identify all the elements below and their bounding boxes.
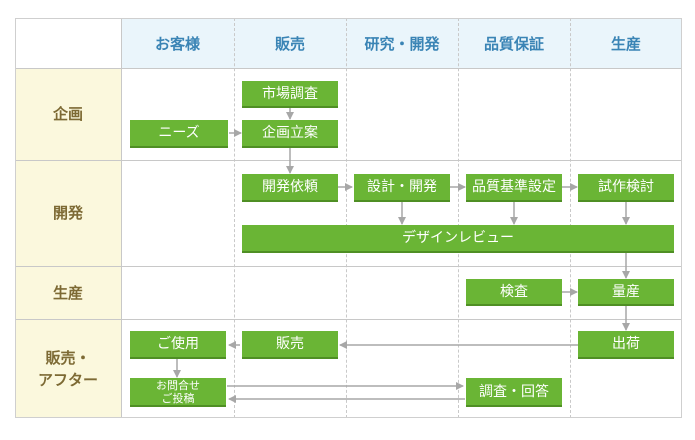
row-label-sales-after: 販売・ アフター <box>15 319 121 418</box>
box-usage: ご使用 <box>130 331 226 359</box>
grid-line <box>458 18 459 418</box>
box-needs: ニーズ <box>130 120 228 148</box>
header-corner <box>15 18 121 68</box>
box-sales: 販売 <box>242 331 338 359</box>
grid-line <box>121 18 122 418</box>
box-quality-standard: 品質基準設定 <box>466 174 562 202</box>
box-trial-review: 試作検討 <box>578 174 674 202</box>
column-header-sales: 販売 <box>234 18 346 68</box>
box-planning: 企画立案 <box>242 120 338 148</box>
column-header-customer: お客様 <box>121 18 234 68</box>
grid-line <box>346 18 347 418</box>
box-design-review: デザインレビュー <box>242 225 674 253</box>
column-header-quality: 品質保証 <box>458 18 570 68</box>
box-inquiry: お問合せ ご投稿 <box>130 378 226 407</box>
column-header-rnd: 研究・開発 <box>346 18 458 68</box>
box-market-research: 市場調査 <box>242 81 338 108</box>
grid-line <box>234 18 235 418</box>
box-investigation: 調査・回答 <box>466 378 562 407</box>
grid-line <box>15 266 682 267</box>
grid-line <box>570 18 571 418</box>
grid-line <box>15 68 682 69</box>
row-label-production: 生産 <box>15 266 121 319</box>
column-header-production: 生産 <box>570 18 682 68</box>
grid-line <box>15 160 682 161</box>
box-design-dev: 設計・開発 <box>354 174 450 202</box>
row-label-planning: 企画 <box>15 68 121 160</box>
box-mass-production: 量産 <box>578 279 674 306</box>
box-inspection: 検査 <box>466 279 562 306</box>
box-shipping: 出荷 <box>578 331 674 359</box>
grid-line <box>15 319 682 320</box>
row-label-development: 開発 <box>15 160 121 266</box>
box-dev-request: 開発依頼 <box>242 174 338 202</box>
